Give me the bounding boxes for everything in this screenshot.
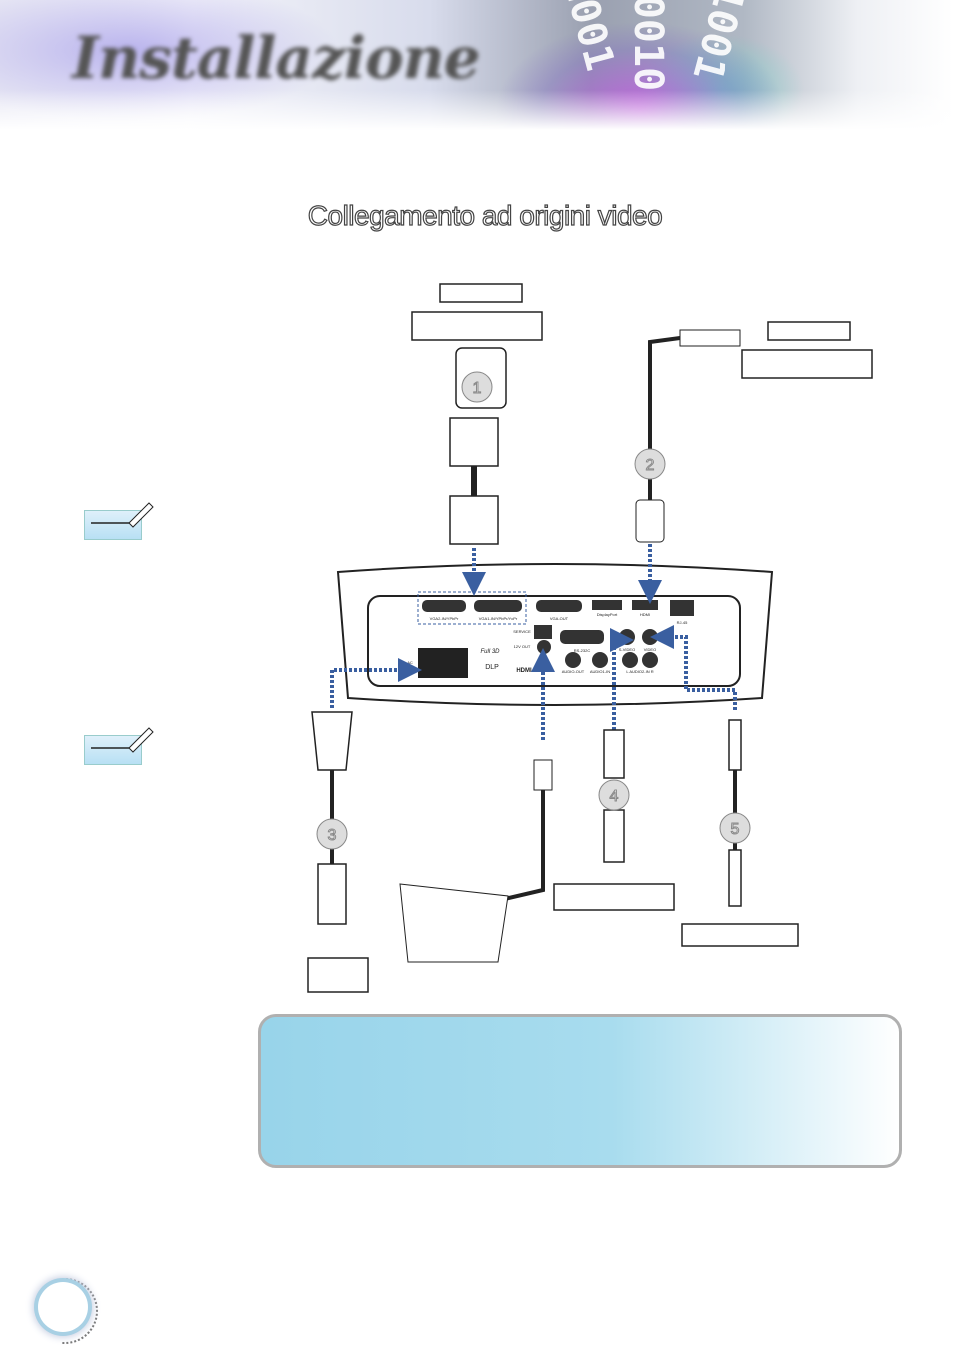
section-title: Collegamento ad origini video — [307, 199, 663, 231]
port-label: RS-232C — [574, 648, 591, 653]
hdmi-plug-icon — [679, 329, 741, 347]
full3d-logo: Full 3D — [480, 649, 500, 655]
port-label: AC — [407, 660, 413, 665]
svideo-cable-icon — [603, 729, 625, 863]
port-label: HDMI — [640, 612, 650, 617]
hdmi-plug-icon — [635, 499, 665, 543]
note-icon — [84, 727, 154, 765]
chapter-title: Installazione — [72, 24, 481, 92]
port-label: DisplayPort — [597, 612, 618, 617]
hdmi-cable-icon — [648, 336, 681, 500]
dlp-logo: DLP — [485, 664, 499, 671]
binary-decoration: 1001 — [553, 0, 623, 76]
callout-number: 5 — [731, 821, 740, 838]
port-label: RJ-45 — [677, 620, 688, 625]
port-label: AUDIO1-IN — [590, 669, 610, 674]
port-label: VGA1-IN/YPbPr/YcPr — [479, 616, 518, 621]
note-box — [258, 1014, 902, 1168]
port-label: 12V OUT — [514, 644, 531, 649]
connection-arrow — [330, 544, 737, 740]
port-label: SERVICE — [513, 629, 531, 634]
power-cable-icon — [307, 711, 369, 993]
port-label: S-VIDEO — [619, 647, 635, 652]
header-banner: Installazione 1001 0010 1001 — [0, 0, 953, 130]
callout-number: 2 — [646, 457, 655, 474]
dvd-player-icon — [411, 283, 873, 947]
binary-decoration: 0010 — [625, 0, 672, 92]
projector-rear-icon: VGA2-IN/YPbPr VGA1-IN/YPbPr/YcPr VGA-OUT… — [336, 563, 774, 706]
port-label: VGA2-IN/YPbPr — [430, 616, 459, 621]
12v-cable-icon — [499, 790, 545, 902]
note-icon — [84, 502, 154, 540]
port-label: AUDIO-OUT — [562, 669, 585, 674]
page-number-badge — [38, 1282, 88, 1332]
port-label: VIDEO — [644, 647, 656, 652]
screen-icon — [399, 883, 509, 963]
binary-decoration: 1001 — [683, 0, 753, 86]
callout-number: 4 — [610, 788, 619, 805]
callout-number: 1 — [473, 380, 482, 397]
hdmi-logo: HDMI — [516, 668, 532, 674]
callout-number: 3 — [328, 827, 337, 844]
port-label: L AUDIO2-IN R — [626, 669, 653, 674]
connection-diagram: VGA2-IN/YPbPr VGA1-IN/YPbPr/YcPr VGA-OUT… — [307, 283, 873, 993]
12v-plug-icon — [533, 759, 553, 791]
port-label: VGA-OUT — [550, 616, 569, 621]
